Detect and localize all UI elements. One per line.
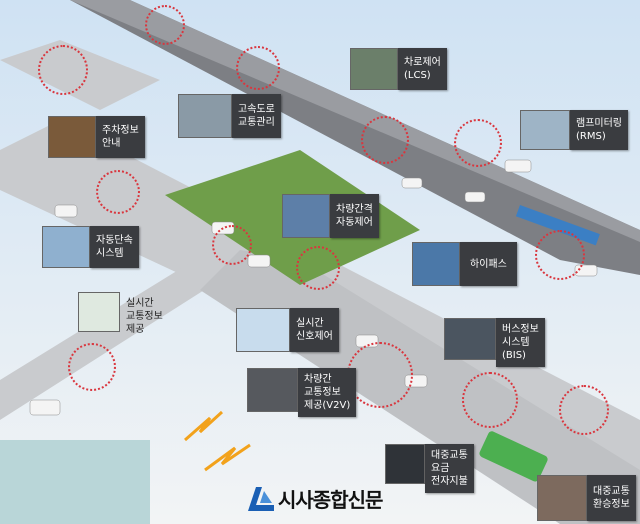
highlight-ring [347, 342, 413, 408]
label-line: 자동제어 [336, 217, 373, 228]
label-line: 전자지불 [431, 476, 468, 487]
label-line: 시스템 [502, 337, 530, 348]
highlight-ring [462, 372, 518, 428]
thumbnail [282, 194, 330, 238]
label-line: 대중교통 [431, 450, 468, 461]
thumbnail [412, 242, 460, 286]
highlight-ring [559, 385, 609, 435]
highlight-ring [96, 170, 140, 214]
highlight-ring [296, 246, 340, 290]
label-line: 대중교통 [593, 486, 630, 497]
car [247, 254, 271, 268]
car [504, 159, 532, 173]
label-line: 요금 [431, 463, 450, 474]
label-line: 고속도로 [238, 104, 275, 115]
highlight-ring [68, 343, 116, 391]
callout-lcs: 차로제어 (LCS) [350, 48, 447, 90]
callout-label: 차로제어 (LCS) [398, 48, 447, 90]
car [401, 177, 423, 189]
thumbnail [385, 444, 425, 484]
label-line: 실시간 [296, 318, 324, 329]
highway-edge [70, 0, 640, 242]
thumbnail [520, 110, 570, 150]
label-line: 교통관리 [238, 117, 275, 128]
car [464, 191, 486, 203]
car [29, 399, 61, 416]
highlight-ring [535, 230, 585, 280]
label-line: 신호제어 [296, 331, 333, 342]
callout-label: 램프미터링 (RMS) [570, 110, 628, 150]
thumbnail [48, 116, 96, 158]
label-line: (RMS) [576, 131, 606, 142]
highlight-ring [236, 46, 280, 90]
hipass-gate [515, 204, 600, 246]
callout-label: 하이패스 [460, 242, 517, 286]
label-line: 교통정보 [304, 387, 341, 398]
thumbnail [178, 94, 232, 138]
label-line: 안내 [102, 138, 121, 149]
highlight-ring [361, 116, 409, 164]
newspaper-logo: 시사종합신문 [248, 484, 383, 513]
elevated-highway [70, 0, 640, 275]
label-line: 제공(V2V) [304, 400, 351, 411]
label-line: 차량간격 [336, 204, 373, 215]
callout-rms: 램프미터링 (RMS) [520, 110, 628, 150]
highlight-ring [212, 225, 252, 265]
label-line: (LCS) [404, 70, 431, 81]
thumbnail [444, 318, 496, 360]
thumbnail [78, 292, 120, 332]
thumbnail [236, 308, 290, 352]
label-line: 자동단속 [96, 235, 133, 246]
car [54, 204, 78, 218]
callout-hipass: 하이패스 [412, 242, 517, 286]
building [0, 440, 150, 524]
wireless-signal-icon [204, 443, 251, 472]
label-line: 램프미터링 [576, 118, 622, 129]
thumbnail [247, 368, 298, 412]
label-line: 버스정보 [502, 324, 539, 335]
label-line: 차량간 [304, 374, 332, 385]
label-line: 환승정보 [593, 499, 630, 510]
highlight-ring [454, 119, 502, 167]
thumbnail [350, 48, 398, 90]
logo-text: 시사종합신문 [278, 488, 383, 512]
label-line: 시스템 [96, 248, 124, 259]
label-line: 차로제어 [404, 57, 441, 68]
label-line: 실시간 [126, 298, 154, 309]
logo-mark-icon [248, 486, 274, 511]
thumbnail [42, 226, 90, 268]
label-line: 하이패스 [470, 258, 507, 270]
label-line: 주차정보 [102, 125, 139, 136]
highlight-ring [38, 45, 88, 95]
label-line: (BIS) [502, 350, 526, 361]
thumbnail [537, 475, 587, 521]
wireless-signal-icon [184, 410, 224, 442]
label-line: 제공 [126, 324, 145, 335]
bus [479, 431, 548, 482]
label-line: 교통정보 [126, 311, 163, 322]
highlight-ring [145, 5, 185, 45]
